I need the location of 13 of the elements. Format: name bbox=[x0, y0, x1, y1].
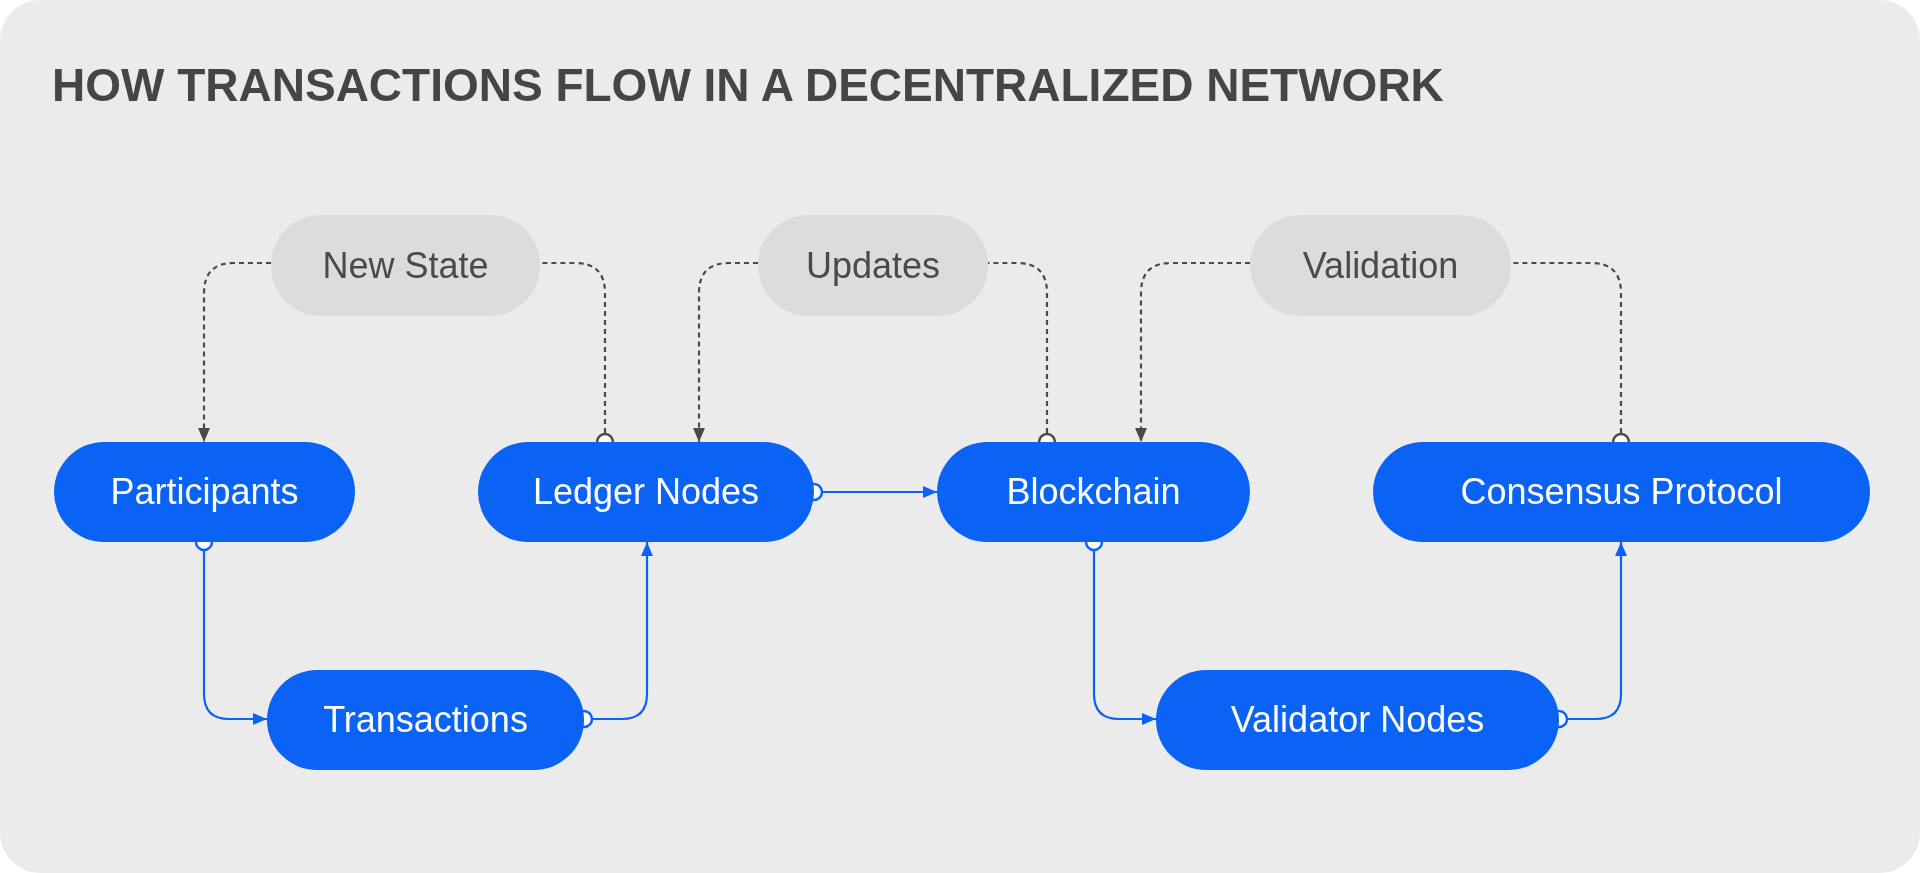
dashed-arrow bbox=[1135, 261, 1250, 442]
process-pill: Transactions bbox=[267, 670, 584, 770]
diagram-title: HOW TRANSACTIONS FLOW IN A DECENTRALIZED NETWORK bbox=[52, 58, 1444, 112]
process-pill: Participants bbox=[54, 442, 355, 542]
dashed-arrow bbox=[693, 261, 758, 442]
label-pill: Validation bbox=[1250, 215, 1511, 316]
label-pill: Updates bbox=[758, 215, 988, 316]
process-pill: Blockchain bbox=[937, 442, 1250, 542]
process-pill: Consensus Protocol bbox=[1373, 442, 1870, 542]
process-pill: Validator Nodes bbox=[1156, 670, 1559, 770]
process-pill: Ledger Nodes bbox=[478, 442, 814, 542]
label-pill: New State bbox=[271, 215, 540, 316]
dashed-arrow bbox=[198, 261, 271, 442]
